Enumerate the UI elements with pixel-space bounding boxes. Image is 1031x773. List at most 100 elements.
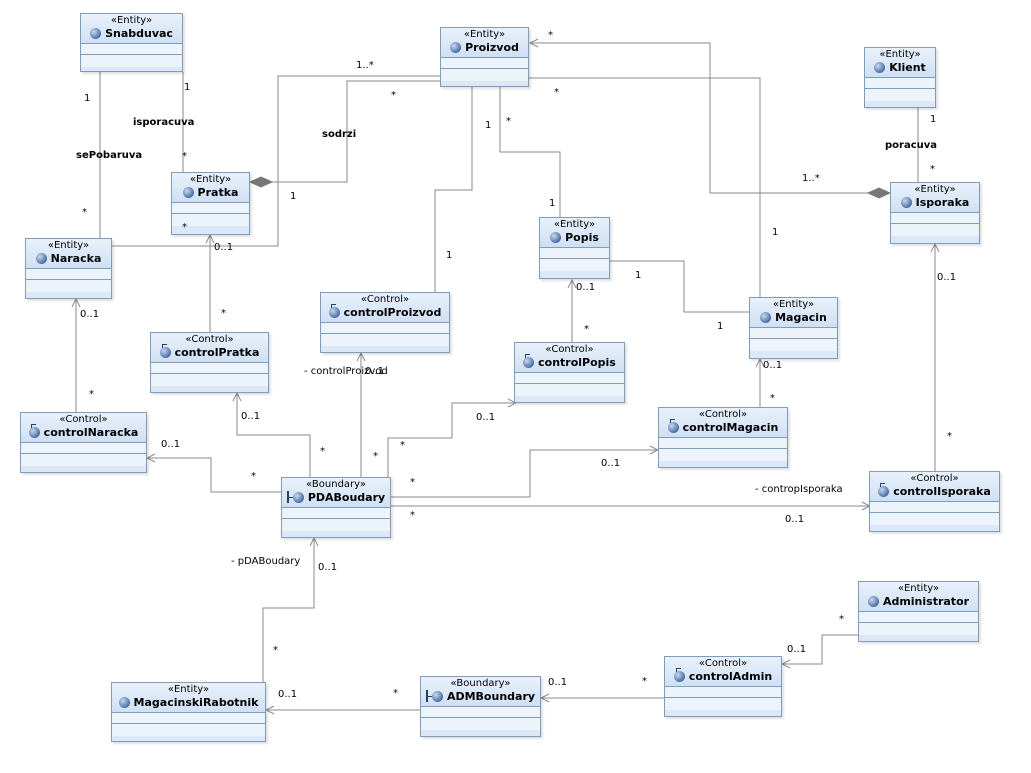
class-controladmin[interactable]: «Control»controlAdmin	[664, 656, 782, 717]
entity-icon	[90, 28, 102, 39]
multiplicity: *	[548, 30, 553, 41]
control-icon	[159, 344, 171, 358]
class-administrator[interactable]: «Entity»Administrator	[858, 581, 979, 642]
class-popis[interactable]: «Entity»Popis	[539, 217, 610, 279]
class-magacinskirabotnik[interactable]: «Entity»MagacinskiRabotnik	[111, 682, 266, 742]
class-naracka[interactable]: «Entity»Naracka	[25, 238, 112, 299]
assoc-proizvod-popis[interactable]	[499, 87, 561, 218]
assoc-pda-controlpopis[interactable]	[387, 403, 516, 478]
operations-compartment	[870, 512, 999, 525]
assoc-naracka-proizvod[interactable]	[112, 75, 440, 247]
assoc-label-poracuva: poracuva	[885, 140, 938, 151]
assoc-proizvod-controlproizvod[interactable]	[434, 87, 473, 293]
multiplicity: *	[373, 451, 378, 462]
multiplicity: *	[221, 308, 226, 319]
multiplicity: *	[554, 87, 559, 98]
composition-diamond-pratka	[248, 176, 274, 188]
class-name: MagacinskiRabotnik	[133, 696, 259, 709]
class-controlisporaka[interactable]: «Control»controlIsporaka	[869, 471, 1000, 532]
multiplicity: 0..1	[80, 309, 100, 320]
attributes-compartment	[282, 507, 390, 518]
class-magacin[interactable]: «Entity»Magacin	[749, 297, 838, 359]
boundary-icon	[286, 491, 304, 503]
assoc-proizvod-magacin[interactable]	[528, 77, 761, 298]
control-icon	[667, 419, 679, 433]
attributes-compartment	[665, 686, 781, 697]
attributes-compartment	[859, 611, 978, 622]
multiplicity: 0..1	[937, 272, 957, 283]
operations-compartment	[282, 518, 390, 531]
stereotype: «Control»	[59, 414, 108, 425]
class-controlpratka[interactable]: «Control»controlPratka	[150, 332, 269, 393]
class-name: Administrator	[882, 595, 970, 608]
multiplicity: *	[273, 645, 278, 656]
role-label-contropisporaka: - contropIsporaka	[755, 484, 843, 495]
stereotype: «Control»	[910, 473, 959, 484]
operations-compartment	[750, 338, 837, 351]
class-name: Popis	[565, 231, 599, 244]
class-name: controlIsporaka	[893, 485, 991, 498]
multiplicity: 1..*	[356, 60, 374, 71]
control-icon	[673, 668, 685, 682]
class-controlnaracka[interactable]: «Control»controlNaracka	[20, 412, 147, 473]
stereotype: «Entity»	[110, 15, 153, 26]
class-snabduvac[interactable]: «Entity»Snabduvac	[80, 13, 183, 72]
operations-compartment	[112, 723, 265, 736]
class-controlproizvod[interactable]: «Control»controlProizvod	[320, 292, 450, 353]
class-controlmagacin[interactable]: «Control»controlMagacin	[658, 407, 788, 468]
entity-icon	[450, 42, 462, 53]
class-name: controlMagacin	[682, 421, 779, 434]
assoc-pda-controlmagacin[interactable]	[390, 450, 658, 498]
class-pratka[interactable]: «Entity»Pratka	[171, 172, 250, 235]
multiplicity: *	[410, 477, 415, 488]
stereotype: «Control»	[698, 409, 748, 420]
operations-compartment	[540, 258, 609, 271]
attributes-compartment	[870, 501, 999, 512]
boundary-icon	[425, 690, 443, 702]
operations-compartment	[172, 213, 249, 226]
assoc-rabotnik-pda[interactable]	[262, 538, 314, 683]
class-admboundary[interactable]: «Boundary»ADMBoundary	[420, 676, 541, 737]
role-label-controlproizvod: - controlProizvod	[304, 366, 388, 377]
stereotype: «Boundary»	[305, 479, 367, 490]
entity-icon	[35, 253, 47, 264]
class-name: controlAdmin	[688, 670, 773, 683]
stereotype: «Entity»	[897, 583, 940, 594]
multiplicity: *	[506, 116, 511, 127]
assoc-pratka-proizvod[interactable]	[272, 80, 440, 183]
assoc-isporaka-proizvod[interactable]	[530, 43, 868, 194]
multiplicity: *	[947, 431, 952, 442]
class-klient[interactable]: «Entity»Klient	[864, 47, 936, 108]
multiplicity: 0..1	[278, 689, 298, 700]
control-icon	[28, 424, 40, 438]
class-controlpopis[interactable]: «Control»controlPopis	[514, 342, 625, 403]
class-proizvod[interactable]: «Entity»Proizvod	[440, 27, 529, 87]
assoc-administrator-controladmin[interactable]	[782, 634, 858, 664]
class-name: Naracka	[50, 252, 102, 265]
multiplicity: 1	[549, 198, 556, 209]
attributes-compartment	[891, 212, 979, 223]
class-name: Isporaka	[915, 196, 970, 209]
operations-compartment	[859, 622, 978, 635]
stereotype: «Entity»	[167, 684, 210, 695]
operations-compartment	[515, 383, 624, 396]
attributes-compartment	[515, 372, 624, 383]
assoc-popis-magacin[interactable]	[610, 260, 750, 313]
class-name: controlProizvod	[343, 306, 442, 319]
operations-compartment	[321, 333, 449, 346]
attributes-compartment	[659, 437, 787, 448]
class-isporaka[interactable]: «Entity»Isporaka	[890, 182, 980, 244]
operations-compartment	[21, 453, 146, 466]
multiplicity: 1..*	[802, 173, 820, 184]
assoc-pda-controlpratka[interactable]	[237, 393, 311, 478]
class-pdaboudary[interactable]: «Boundary»PDABoudary	[281, 477, 391, 538]
class-name: ADMBoundary	[446, 690, 536, 703]
assoc-pda-controlnaracka[interactable]	[147, 458, 282, 493]
attributes-compartment	[865, 77, 935, 88]
multiplicity: *	[930, 164, 935, 175]
multiplicity: 0..1	[576, 282, 596, 293]
multiplicity: 0..1	[601, 458, 621, 469]
operations-compartment	[865, 88, 935, 101]
operations-compartment	[441, 68, 528, 81]
